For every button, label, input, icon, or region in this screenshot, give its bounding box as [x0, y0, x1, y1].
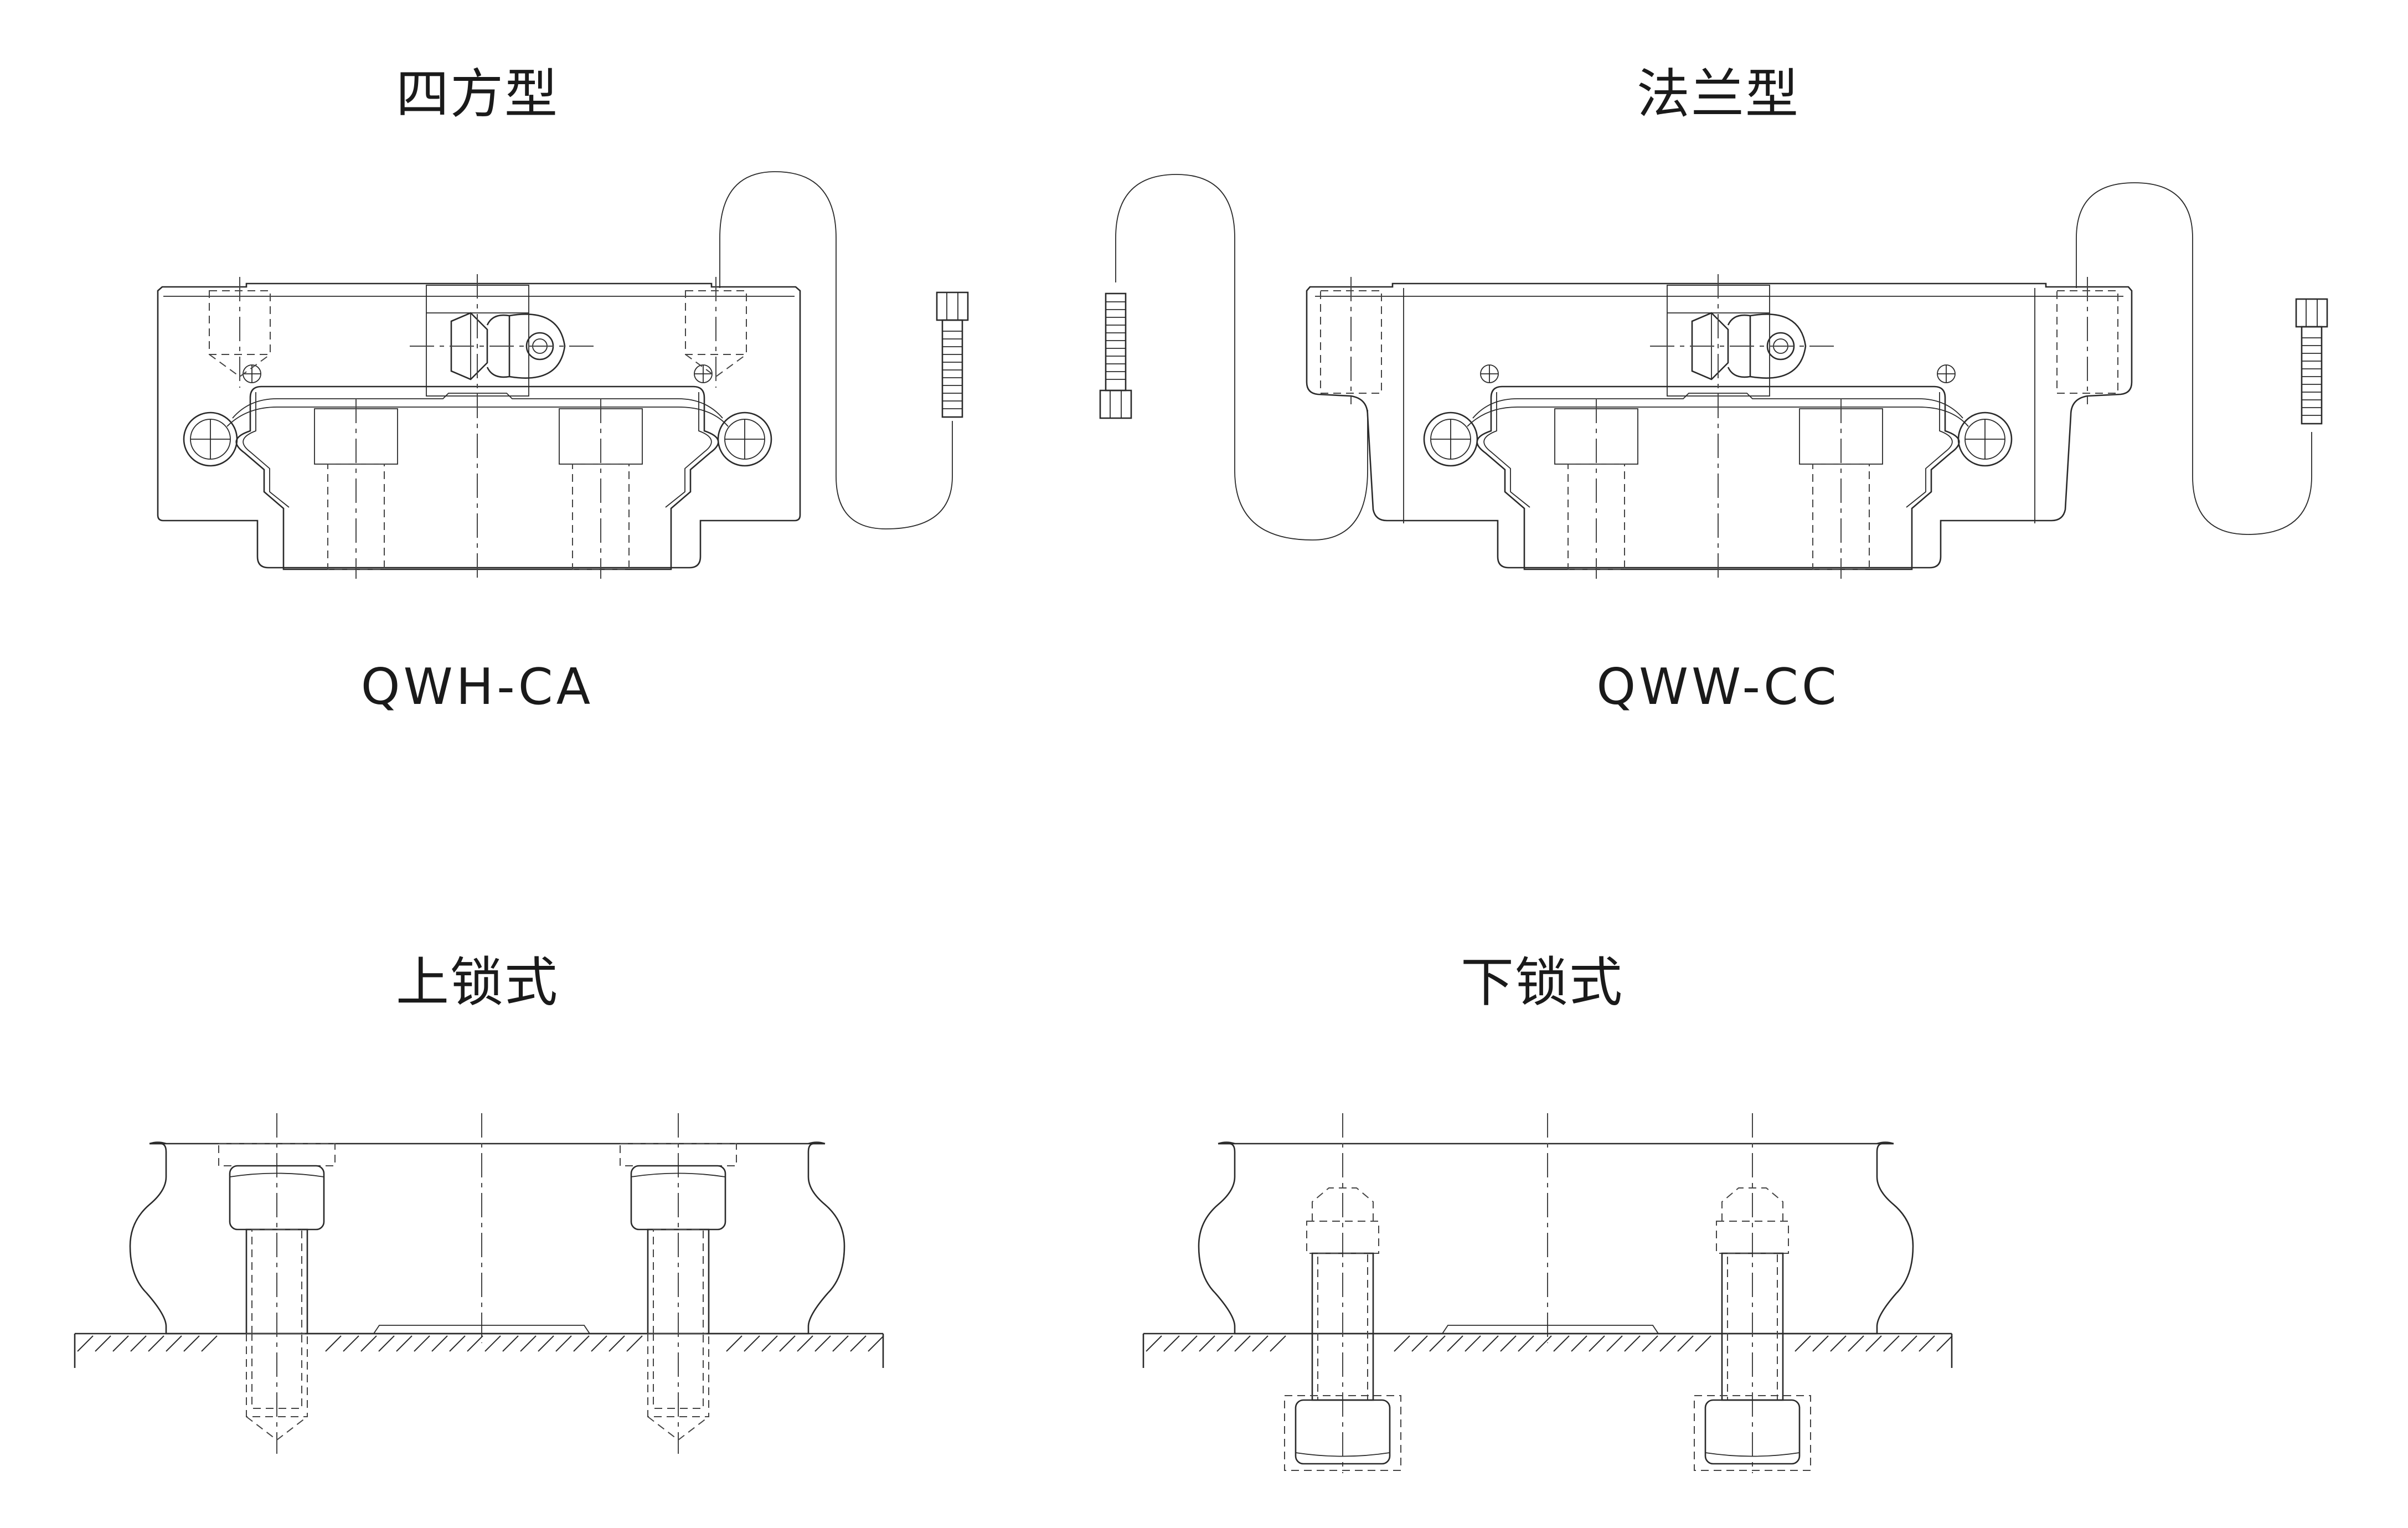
top-lock-drawing	[74, 1113, 884, 1454]
label-square-type: 四方型	[396, 63, 559, 125]
label-square-model: QWH-CA	[360, 658, 594, 716]
bottom-lock-drawing	[1142, 1113, 1953, 1473]
label-flange-type: 法兰型	[1637, 63, 1799, 125]
label-bottom-lock: 下锁式	[1461, 951, 1623, 1013]
flange-type-drawing	[1099, 174, 2328, 579]
label-flange-model: QWW-CC	[1596, 658, 1840, 716]
label-top-lock: 上锁式	[396, 951, 559, 1013]
square-type-drawing	[157, 171, 969, 579]
